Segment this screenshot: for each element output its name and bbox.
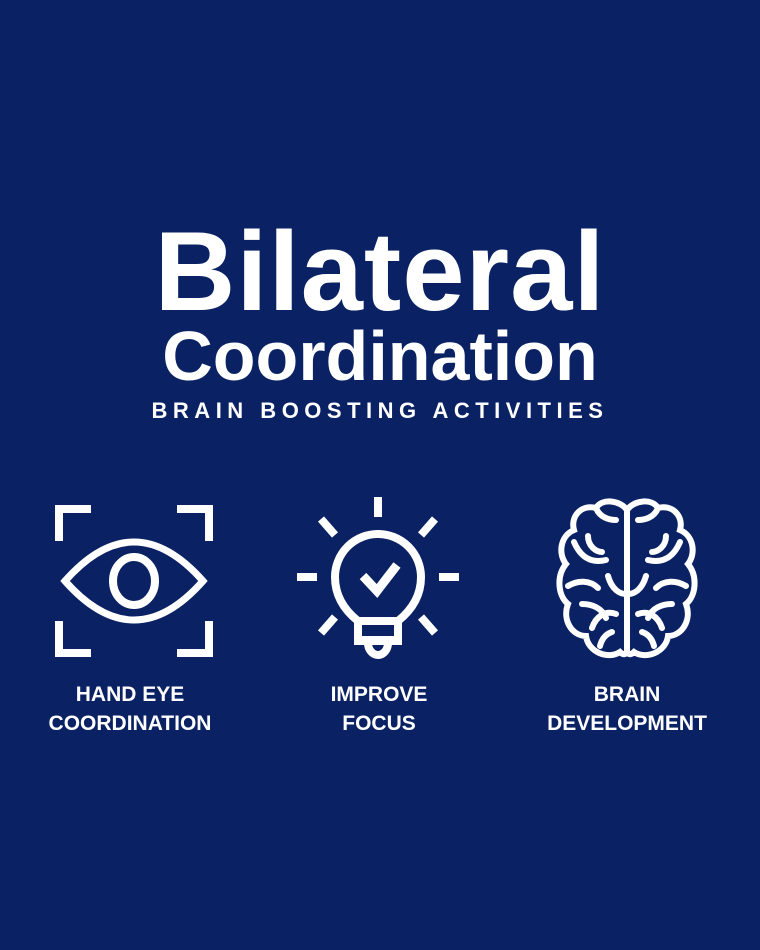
feature-label-line2: FOCUS xyxy=(342,712,416,735)
brain-icon xyxy=(556,498,698,659)
feature-label-brain: BRAIN DEVELOPMENT xyxy=(497,680,757,738)
lightbulb-check-icon xyxy=(297,497,459,659)
feature-label-line2: COORDINATION xyxy=(48,712,212,735)
feature-label-line1: IMPROVE xyxy=(330,683,428,706)
feature-label-focus: IMPROVE FOCUS xyxy=(249,680,509,738)
feature-label-line2: DEVELOPMENT xyxy=(547,712,707,735)
title-line2: Coordination xyxy=(162,317,598,395)
feature-label-hand-eye: HAND EYE COORDINATION xyxy=(0,680,260,738)
eye-focus-icon xyxy=(55,505,213,657)
subtitle: BRAIN BOOSTING ACTIVITIES xyxy=(151,398,609,423)
feature-label-line1: BRAIN xyxy=(593,683,661,706)
feature-label-line1: HAND EYE xyxy=(75,683,185,706)
title-line1: Bilateral xyxy=(154,209,606,334)
